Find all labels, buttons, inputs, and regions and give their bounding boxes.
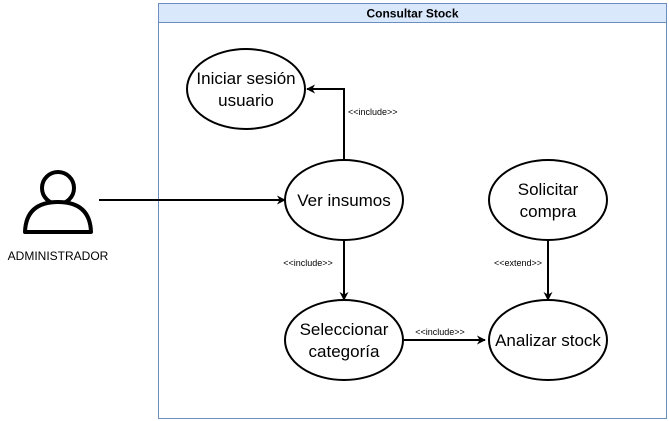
- stereotype-label: <<include>>: [283, 258, 333, 268]
- use-case-solicitar-compra: Solicitar compra: [488, 159, 608, 241]
- stereotype-label: <<include>>: [415, 327, 465, 337]
- use-case-label: usuario: [218, 91, 274, 110]
- actor-label: ADMINISTRADOR: [8, 249, 109, 263]
- use-case-seleccionar-categoria: Seleccionar categoría: [284, 299, 404, 381]
- use-case-label: compra: [520, 202, 577, 221]
- use-case-label: categoría: [309, 342, 380, 361]
- stereotype-labels: <<include>> <<include>> <<include>> <<ex…: [283, 107, 542, 337]
- use-case-ver-insumos: Ver insumos: [284, 159, 404, 241]
- actor-administrador: ADMINISTRADOR: [8, 170, 109, 263]
- use-case-label: Seleccionar: [300, 320, 389, 339]
- person-icon: [23, 170, 93, 234]
- use-case-label: Solicitar: [518, 180, 579, 199]
- include-arrow-iniciar: [306, 84, 345, 160]
- use-case-label: Analizar stock: [495, 331, 601, 350]
- stereotype-label: <<include>>: [348, 107, 398, 117]
- relations: [99, 84, 553, 345]
- use-case-label: Ver insumos: [297, 191, 391, 210]
- boundary-header: [158, 3, 667, 23]
- use-case-analizar-stock: Analizar stock: [488, 299, 608, 381]
- stereotype-label: <<extend>>: [494, 258, 542, 268]
- boundary-title: Consultar Stock: [366, 7, 458, 21]
- use-case-label: Iniciar sesión: [196, 69, 295, 88]
- use-case-iniciar-sesion: Iniciar sesión usuario: [186, 48, 306, 130]
